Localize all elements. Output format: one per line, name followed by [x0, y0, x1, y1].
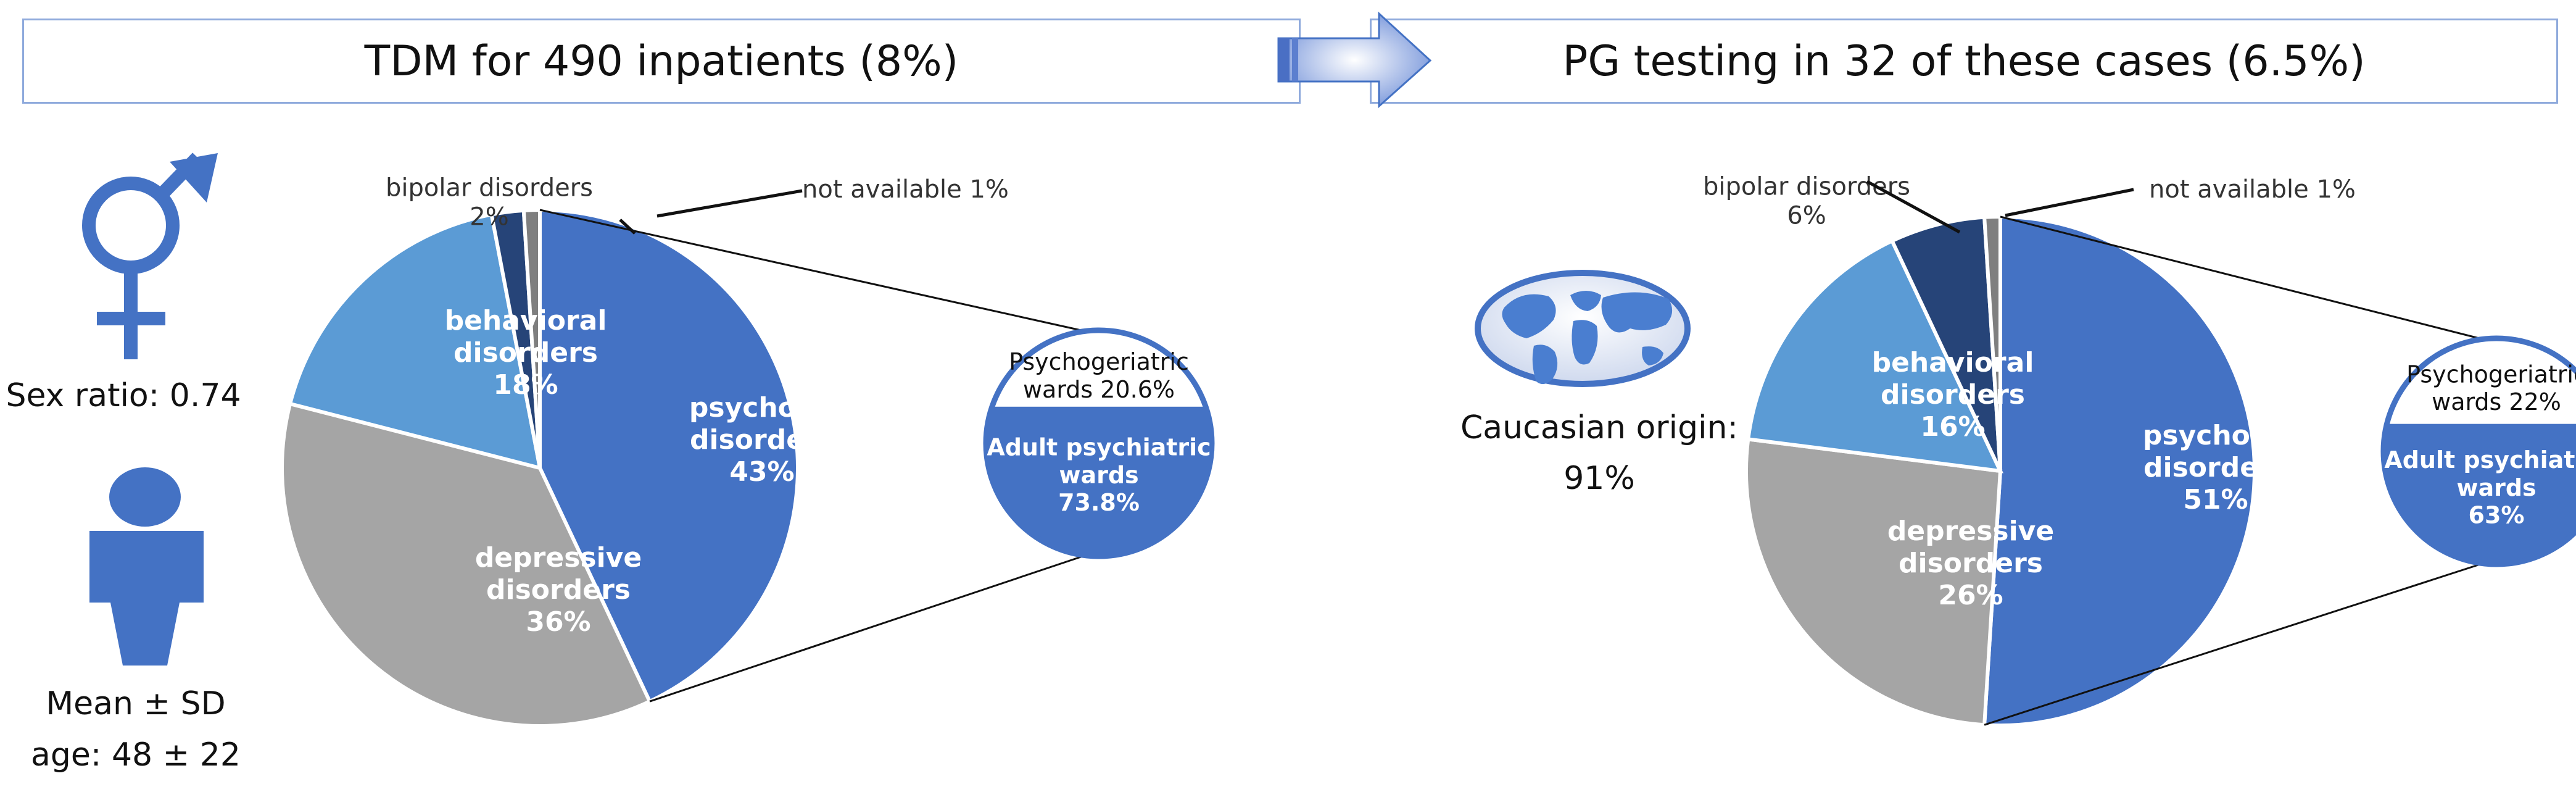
slice-label-behavioral-line-2: 16% — [1920, 411, 1985, 443]
slice-label-depressive-line-1: disorders — [486, 574, 631, 606]
slice-label-psychotic-line-1: disorders — [690, 424, 834, 456]
slice-label-behavioral-line-0: behavioral — [445, 305, 607, 336]
slice-label-depressive-line-2: 36% — [526, 606, 590, 638]
slice-label-behavioral-line-1: disorders — [453, 337, 598, 369]
slice-label-bipolar-line-1: 2% — [470, 203, 508, 232]
male-female-symbol-icon — [82, 152, 202, 359]
leader-line-bipolar — [619, 219, 636, 235]
breakdown-label-psychogeriatric-line-1: wards 22% — [2432, 388, 2561, 415]
pie-slice-depressive — [1744, 437, 2003, 727]
slice-label-psychotic-line-0: psychotic — [2143, 420, 2288, 451]
header-right-title: PG testing in 32 of these cases (6.5%) — [1562, 36, 2366, 86]
person-icon — [89, 467, 204, 666]
slice-label-bipolar-line-0: bipolar disorders — [386, 173, 593, 202]
pie-slice-depressive — [280, 401, 652, 728]
breakdown-label-psychogeriatric-line-0: Psychogeriatric — [2406, 361, 2576, 388]
breakdown-label-adult-line-1: wards — [1059, 461, 1138, 488]
sex-ratio-label: Sex ratio: 0.74 — [6, 377, 241, 414]
pie-slice-behavioral — [288, 212, 542, 471]
slice-label-not_available-line-0: not available 1% — [2149, 175, 2356, 204]
pie-slice-psychotic — [1982, 214, 2256, 727]
pie-slice-bipolar — [1889, 215, 2002, 472]
origin-label-line1: Caucasian origin: — [1460, 409, 1738, 446]
breakdown-label-adult-line-2: 63% — [2469, 502, 2525, 529]
breakdown-label-adult-line-1: wards — [2456, 474, 2536, 501]
header-left-title: TDM for 490 inpatients (8%) — [364, 36, 959, 86]
leader-line-not_available — [656, 189, 803, 218]
age-label-line1: Mean ± SD — [46, 685, 225, 722]
slice-label-behavioral-line-2: 18% — [493, 369, 558, 401]
slice-label-psychotic-line-0: psychotic — [689, 392, 835, 424]
age-label-line2: age: 48 ± 22 — [31, 736, 241, 774]
slice-label-depressive-line-1: disorders — [1899, 548, 2043, 579]
slice-label-not_available-line-0: not available 1% — [802, 175, 1009, 204]
pie-slice-behavioral — [1746, 238, 2004, 474]
slice-label-depressive-line-2: 26% — [1938, 580, 2003, 611]
breakdown-label-adult-line-0: Adult psychiatric — [2384, 446, 2576, 474]
slice-label-behavioral-line-1: disorders — [1881, 379, 2025, 411]
breakdown-label-adult-line-2: 73.8% — [1058, 489, 1140, 516]
slice-label-behavioral-line-0: behavioral — [1872, 347, 2034, 378]
breakdown-circle-outline — [983, 327, 1215, 559]
breakdown-label-psychogeriatric-line-1: wards 20.6% — [1023, 376, 1175, 403]
breakdown-label-psychogeriatric-line-0: Psychogeriatric — [1009, 348, 1189, 375]
world-map-icon — [1475, 270, 1691, 387]
slice-label-psychotic-line-2: 51% — [2183, 484, 2248, 515]
connector-bottom — [1984, 562, 2485, 726]
slice-label-depressive-line-0: depressive — [475, 542, 642, 574]
right-arrow-icon — [1277, 11, 1432, 109]
header-right-box: PG testing in 32 of these cases (6.5%) — [1370, 19, 2558, 104]
pie-slice-not_available — [1982, 214, 2002, 472]
connector-bottom — [649, 554, 1087, 703]
origin-label-line2: 91% — [1563, 460, 1635, 497]
breakdown-label-adult-line-0: Adult psychiatric — [987, 434, 1211, 461]
slice-label-bipolar-line-1: 6% — [1787, 202, 1826, 230]
breakdown-circle-outline — [2380, 335, 2576, 567]
slice-label-psychotic-line-1: disorders — [2143, 452, 2288, 483]
slice-label-depressive-line-0: depressive — [1887, 515, 2054, 547]
pie-slice-not_available — [521, 207, 542, 469]
slice-label-psychotic-line-2: 43% — [729, 456, 794, 488]
connector-top — [2000, 215, 2485, 341]
leader-line-bipolar — [1866, 180, 1961, 234]
header-left-box: TDM for 490 inpatients (8%) — [22, 19, 1301, 104]
male-arrow-head — [170, 153, 218, 202]
leader-line-not_available — [2005, 188, 2134, 217]
pie-slice-psychotic — [538, 207, 800, 704]
